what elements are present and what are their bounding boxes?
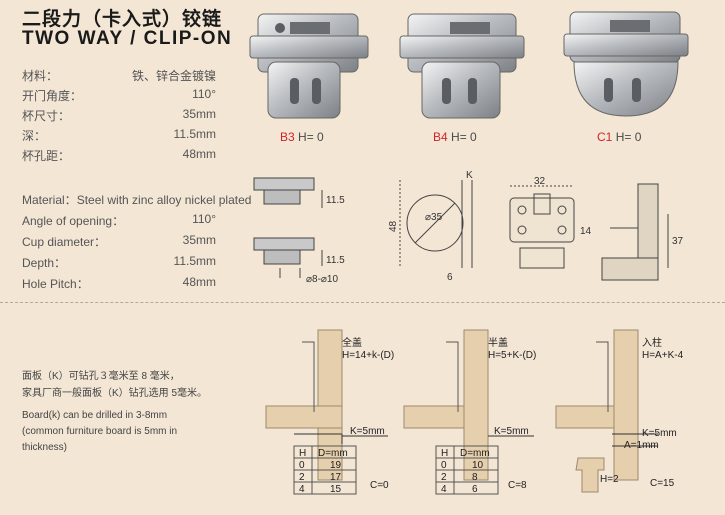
cup-depth-value: 11.5 bbox=[326, 255, 345, 266]
k-label: K bbox=[466, 170, 473, 181]
technical-drawings: 11.5 11.5 ⌀8-⌀10 ⌀35 48 K 6 32 14 37 bbox=[253, 170, 684, 285]
table-cell: 8 bbox=[472, 472, 478, 483]
table-cell: 10 bbox=[472, 460, 484, 471]
hinge-b3-image bbox=[249, 13, 369, 119]
cup-depth-value: 11.5 bbox=[326, 195, 345, 206]
overlay-k: K=5mm bbox=[642, 428, 677, 439]
product-label-c1: C1 H= 0 bbox=[597, 130, 642, 144]
spec-label: 杯孔距： bbox=[22, 149, 71, 163]
spec-label: Material：Steel with zinc alloy nickel pl… bbox=[22, 193, 252, 207]
table-header: D=mm bbox=[318, 448, 348, 459]
spec-value: 48mm bbox=[182, 147, 216, 161]
spec-value: 35mm bbox=[182, 107, 216, 121]
note-cn-line1: 面板（K）可钻孔３毫米至 8 毫米， bbox=[22, 371, 180, 382]
overlay-c: C=8 bbox=[508, 480, 527, 491]
inset-diagram: 入柱 H=A+K-4 K=5mm A=1mm H=2 C=15 bbox=[555, 329, 684, 493]
overlay-name: 半盖 bbox=[488, 336, 508, 349]
side-view-drawing bbox=[601, 183, 669, 281]
cup-diameter-value: ⌀35 bbox=[425, 212, 443, 223]
note-en-line2: (common furniture board is 5mm in bbox=[22, 426, 178, 437]
note-cn-line2: 家具厂商一般面板（K）钻孔选用 5毫米。 bbox=[22, 388, 208, 399]
half-overlay-diagram: 半盖 H=5+K-(D) K=5mm C=8 H D=mm 0 10 2 8 4… bbox=[403, 329, 536, 495]
table-cell: 17 bbox=[330, 472, 342, 483]
table-cell: 2 bbox=[441, 472, 447, 483]
full-overlay-diagram: 全盖 H=14+k-(D) K=5mm C=0 H D=mm 0 19 2 17… bbox=[265, 329, 394, 495]
section-divider bbox=[0, 302, 725, 303]
overlay-c: C=15 bbox=[650, 478, 675, 489]
overlay-table bbox=[293, 445, 357, 495]
spec-label: Cup diameter： bbox=[22, 235, 107, 249]
overlay-formula: H=5+K-(D) bbox=[488, 350, 536, 361]
table-cell: 0 bbox=[441, 460, 447, 471]
spec-label: Hole Pitch： bbox=[22, 277, 89, 291]
table-cell: 4 bbox=[441, 484, 447, 495]
table-cell: 19 bbox=[330, 460, 342, 471]
spec-value: 48mm bbox=[182, 275, 216, 289]
spec-label: 开门角度： bbox=[22, 89, 83, 103]
overlay-table bbox=[435, 445, 499, 495]
spec-value: 35mm bbox=[182, 233, 216, 247]
spec-value: 11.5mm bbox=[173, 254, 216, 268]
overlay-k: K=5mm bbox=[350, 426, 385, 437]
product-photos bbox=[249, 11, 689, 119]
overlay-a: A=1mm bbox=[624, 440, 659, 451]
overlay-formula: H=14+k-(D) bbox=[342, 350, 394, 361]
drill-range-value: ⌀8-⌀10 bbox=[306, 274, 338, 285]
table-header: H bbox=[441, 448, 448, 459]
note-en-line3: thickness) bbox=[22, 442, 68, 453]
table-cell: 15 bbox=[330, 484, 342, 495]
overlay-c: C=0 bbox=[370, 480, 389, 491]
table-header: D=mm bbox=[460, 448, 490, 459]
cup-depth-drawing bbox=[253, 177, 323, 278]
spec-value: 110° bbox=[192, 87, 216, 101]
overlay-name: 入柱 bbox=[642, 336, 662, 349]
table-cell: 2 bbox=[299, 472, 305, 483]
spec-label: Angle of opening： bbox=[22, 214, 125, 228]
overlay-diagrams: 全盖 H=14+k-(D) K=5mm C=0 H D=mm 0 19 2 17… bbox=[265, 329, 684, 495]
table-cell: 0 bbox=[299, 460, 305, 471]
side-height-value: 37 bbox=[672, 236, 684, 247]
cup-diameter-drawing bbox=[399, 180, 473, 268]
spec-value: 11.5mm bbox=[173, 127, 216, 141]
overlay-h: H=2 bbox=[600, 474, 619, 485]
spec-label: 杯尺寸： bbox=[22, 109, 71, 123]
title-english: TWO WAY / CLIP-ON bbox=[22, 28, 233, 49]
plate-height-value: 14 bbox=[580, 226, 592, 237]
hinge-b4-image bbox=[399, 13, 525, 119]
pitch-value: 48 bbox=[388, 220, 399, 232]
table-cell: 4 bbox=[299, 484, 305, 495]
title-chinese: 二段力（卡入式）铰链 bbox=[22, 9, 223, 30]
spec-label: 深： bbox=[22, 129, 47, 143]
offset-value: 6 bbox=[447, 272, 453, 283]
product-label-b3: B3 H= 0 bbox=[280, 130, 324, 144]
overlay-formula: H=A+K-4 bbox=[642, 350, 684, 361]
product-label-b4: B4 H= 0 bbox=[433, 130, 477, 144]
spec-value: 铁、锌合金镀镍 bbox=[131, 69, 216, 83]
spec-label: 材料： bbox=[22, 69, 59, 83]
mounting-plate-drawing bbox=[509, 185, 575, 269]
hinge-c1-image bbox=[563, 11, 689, 117]
spec-label: Depth： bbox=[22, 256, 67, 270]
note-en-line1: Board(k) can be drilled in 3-8mm bbox=[22, 410, 168, 421]
table-header: H bbox=[299, 448, 306, 459]
overlay-k: K=5mm bbox=[494, 426, 529, 437]
overlay-name: 全盖 bbox=[342, 336, 362, 349]
plate-width-value: 32 bbox=[534, 176, 546, 187]
table-cell: 6 bbox=[472, 484, 478, 495]
spec-value: 110° bbox=[192, 212, 216, 226]
